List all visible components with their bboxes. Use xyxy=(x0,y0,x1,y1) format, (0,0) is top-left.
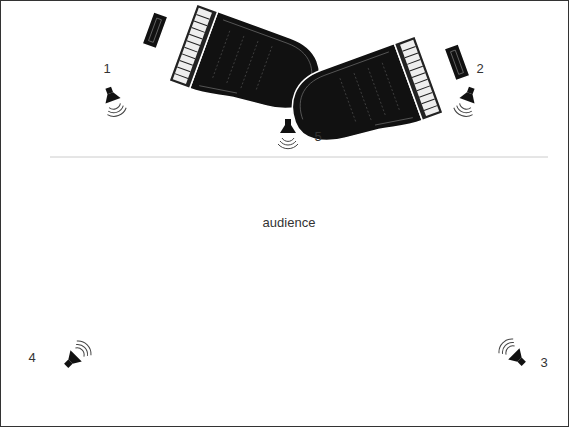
speaker-symbol xyxy=(496,336,531,371)
zone-label: audience xyxy=(263,216,316,229)
speaker-symbol xyxy=(59,338,94,373)
speaker-symbol xyxy=(99,84,128,119)
callout-number: 2 xyxy=(476,62,483,75)
grand-piano xyxy=(282,23,479,162)
callout-number: 5 xyxy=(314,130,321,143)
stage-edge xyxy=(50,157,548,158)
speaker-symbol xyxy=(452,84,481,119)
speaker-symbol xyxy=(278,119,298,149)
callout-number: 1 xyxy=(103,62,110,75)
callout-number: 3 xyxy=(540,356,547,369)
callout-number: 4 xyxy=(28,351,35,364)
